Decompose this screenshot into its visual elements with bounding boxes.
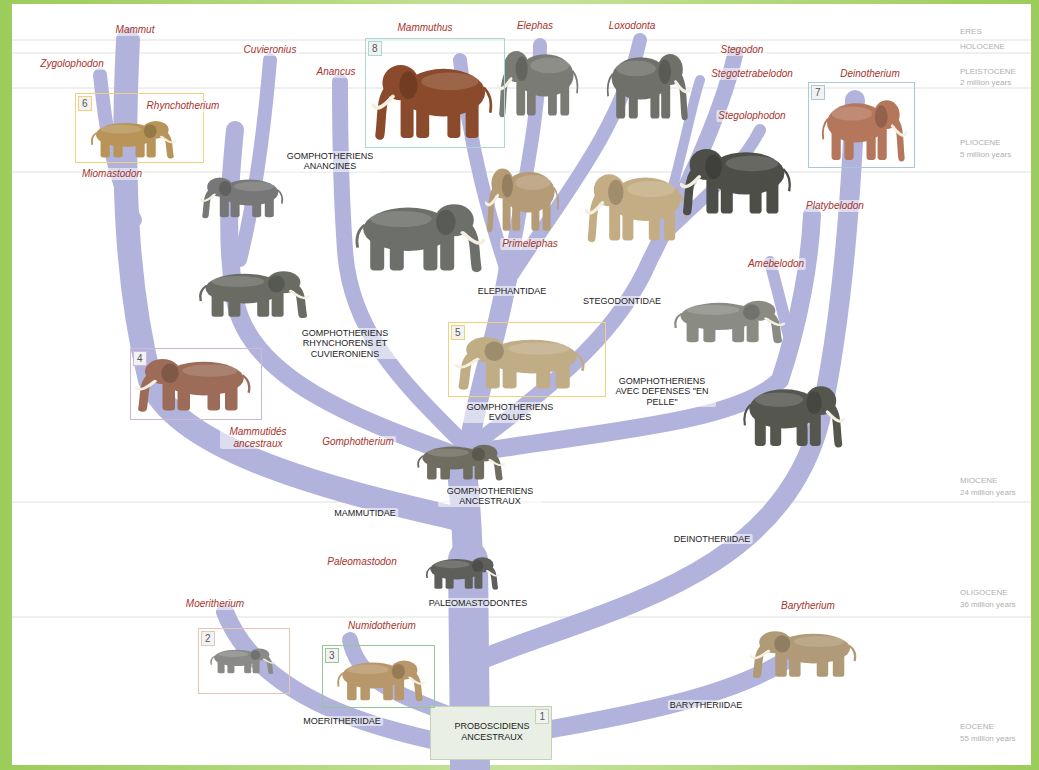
group-name: GOMPHOTHERIENS AVEC DEFENSES "EN PELLE" bbox=[608, 376, 716, 407]
genus-name: Barytherium bbox=[779, 600, 837, 612]
illustration-part bbox=[675, 301, 784, 342]
illustration-part bbox=[240, 60, 270, 260]
genus-name: Primelephas bbox=[500, 238, 560, 250]
era-label: PLIOCENE bbox=[958, 138, 1002, 147]
era-label: 24 million years bbox=[958, 488, 1018, 497]
illustration-part bbox=[12, 617, 1031, 618]
callout-box: 7 bbox=[808, 82, 915, 168]
era-label: 5 million years bbox=[958, 150, 1013, 159]
genus-name: Moeritherium bbox=[184, 598, 246, 610]
callout-number: 6 bbox=[78, 96, 92, 111]
illustration-part bbox=[200, 271, 309, 317]
genus-name: Miomastodon bbox=[80, 168, 144, 180]
era-label: 55 million years bbox=[958, 734, 1018, 743]
callout-number: 1 bbox=[535, 709, 549, 724]
genus-name: Stegolophodon bbox=[716, 110, 787, 122]
illustration-part bbox=[498, 51, 578, 116]
callout-number: 4 bbox=[133, 351, 147, 366]
callout-box: 3 bbox=[322, 645, 435, 708]
genus-name: Deinotherium bbox=[838, 68, 901, 80]
group-name: PROBOSCIDIENS ANCESTRAUX bbox=[442, 721, 542, 743]
group-name: ELEPHANTIDAE bbox=[476, 286, 549, 296]
illustration-part bbox=[357, 204, 484, 270]
group-name: PALEOMASTODONTES bbox=[427, 598, 530, 608]
group-name: STEGODONTIDAE bbox=[581, 296, 663, 306]
genus-name: Mammut bbox=[114, 24, 157, 36]
callout-box: 5 bbox=[448, 322, 606, 397]
illustration-part bbox=[92, 121, 175, 157]
animal-figures bbox=[92, 51, 906, 700]
era-label: 2 million years bbox=[958, 78, 1013, 87]
callout-box: 8 bbox=[365, 38, 505, 148]
genus-name: Rhynchotherium bbox=[145, 100, 222, 112]
illustration-part bbox=[751, 631, 855, 677]
callout-number: 5 bbox=[451, 325, 465, 340]
group-name: GOMPHOTHERIENS ANANCINES bbox=[278, 151, 382, 172]
tree-branches bbox=[100, 40, 855, 768]
genus-name: Paleomastodon bbox=[325, 556, 399, 568]
genus-name: Elephas bbox=[515, 20, 555, 32]
genus-name: Gomphotherium bbox=[320, 436, 396, 448]
group-name: GOMPHOTHERIENS EVOLUES bbox=[458, 402, 562, 423]
era-label: OLIGOCENE bbox=[958, 588, 1010, 597]
genus-name: Platybelodon bbox=[804, 200, 866, 212]
era-label: EOCENE bbox=[958, 722, 996, 731]
illustration-part bbox=[681, 149, 790, 214]
genus-name: Cuvieronius bbox=[242, 44, 299, 56]
illustration-part bbox=[744, 386, 844, 446]
callout-number: 7 bbox=[811, 85, 825, 100]
genus-name: Stegodon bbox=[719, 44, 766, 56]
era-lines bbox=[12, 40, 1031, 617]
illustration-part bbox=[823, 100, 906, 160]
illustration-part bbox=[225, 612, 455, 745]
era-label: HOLOCENE bbox=[958, 42, 1007, 51]
illustration-part bbox=[418, 445, 504, 480]
callout-number: 8 bbox=[368, 41, 382, 56]
group-name: GOMPHOTHERIENS RHYNCHORENS ET CUVIERONIE… bbox=[291, 328, 399, 359]
era-label: MIOCENE bbox=[958, 476, 999, 485]
group-name: MAMMUTIDAE bbox=[332, 508, 398, 518]
group-name: MOERITHERIIDAE bbox=[301, 716, 383, 726]
genus-name: Mammuthus bbox=[395, 22, 454, 34]
illustration-part bbox=[586, 174, 686, 240]
illustration-part bbox=[12, 40, 1031, 41]
genus-name: Numidotherium bbox=[346, 620, 418, 632]
group-name: BARYTHERIIDAE bbox=[668, 700, 744, 710]
group-name: GOMPHOTHERIENS ANCESTRAUX bbox=[438, 486, 542, 507]
illustration-part bbox=[608, 54, 689, 119]
illustration-part bbox=[201, 177, 282, 217]
genus-name: Loxodonta bbox=[607, 20, 658, 32]
callout-box: 1PROBOSCIDIENS ANCESTRAUX bbox=[430, 706, 552, 760]
illustration-part bbox=[456, 337, 583, 388]
genus-name: Mammutidés ancestraux bbox=[220, 426, 296, 449]
illustration-part bbox=[338, 660, 424, 700]
illustration-part bbox=[136, 359, 249, 410]
illustration-part bbox=[486, 169, 558, 231]
genus-name: Amebelodon bbox=[746, 258, 806, 270]
callout-number: 3 bbox=[325, 648, 339, 663]
illustration-part bbox=[373, 65, 491, 138]
illustration-part bbox=[211, 648, 274, 673]
callout-box: 2 bbox=[198, 628, 290, 694]
group-name: DEINOTHERIIDAE bbox=[672, 534, 753, 544]
genus-name: Stegotetrabelodon bbox=[709, 68, 795, 80]
era-label: PLEISTOCENE bbox=[958, 67, 1018, 76]
genus-name: Anancus bbox=[315, 66, 358, 78]
era-label: ERES bbox=[958, 27, 984, 36]
callout-box: 4 bbox=[130, 348, 262, 420]
era-label: 36 million years bbox=[958, 600, 1018, 609]
genus-name: Zygolophodon bbox=[38, 58, 105, 70]
callout-number: 2 bbox=[201, 631, 215, 646]
illustration-part bbox=[427, 557, 499, 588]
